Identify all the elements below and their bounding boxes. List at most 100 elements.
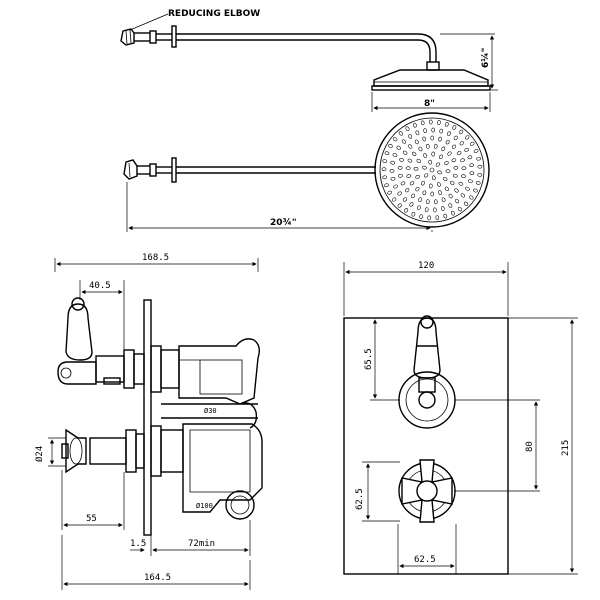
nozzle — [402, 150, 408, 155]
nozzle — [446, 131, 451, 137]
nozzle — [437, 170, 442, 175]
nozzle — [390, 160, 396, 165]
nozzle — [404, 208, 409, 213]
nozzle — [453, 165, 459, 170]
nozzle — [423, 128, 427, 133]
shower-nozzles — [381, 119, 483, 221]
nozzle — [452, 173, 458, 178]
nozzle — [410, 193, 416, 199]
nozzle — [438, 190, 442, 195]
nozzle — [412, 151, 417, 156]
nozzle — [464, 147, 469, 152]
nozzle — [398, 173, 403, 178]
nozzle — [475, 181, 481, 185]
nozzle — [423, 173, 429, 178]
port-label-top: Ø30 — [204, 407, 217, 415]
nozzle — [433, 143, 438, 149]
nozzle — [459, 141, 464, 146]
nozzle — [424, 207, 429, 213]
dim-215-label: 215 — [561, 440, 571, 456]
dim-62-5-vertical-label: 62.5 — [355, 488, 365, 510]
nozzle — [451, 158, 457, 163]
nozzle — [408, 144, 413, 149]
nozzle — [387, 190, 392, 195]
nozzle — [431, 127, 436, 133]
nozzle — [461, 166, 467, 171]
nozzle — [459, 129, 464, 135]
nozzle — [407, 158, 413, 163]
nozzle — [406, 174, 412, 178]
nozzle — [461, 174, 466, 179]
nozzle — [451, 144, 457, 149]
nozzle — [437, 120, 441, 125]
nozzle — [408, 134, 413, 139]
nozzle — [418, 146, 423, 152]
dim-80-label: 80 — [525, 441, 535, 452]
nozzle — [384, 183, 389, 188]
nozzle — [382, 175, 387, 180]
dim-40-5-label: 40.5 — [89, 281, 111, 291]
nozzle — [415, 174, 420, 179]
nozzle — [397, 165, 403, 170]
dim-62-5-horizontal-label: 62.5 — [414, 555, 436, 565]
nozzle — [433, 199, 438, 205]
nozzle — [429, 167, 435, 173]
nozzle — [402, 197, 408, 202]
nozzle — [391, 197, 397, 202]
dim-164-5-label: 164.5 — [144, 573, 171, 583]
nozzle — [444, 161, 449, 166]
nozzle — [420, 120, 425, 126]
nozzle — [469, 195, 474, 200]
nozzle — [435, 215, 440, 221]
nozzle — [469, 141, 475, 146]
nozzle — [445, 139, 450, 145]
dim-8-label: 8" — [424, 99, 435, 109]
nozzle — [438, 154, 444, 160]
nozzle — [425, 144, 430, 149]
nozzle — [428, 119, 433, 125]
nozzle — [441, 197, 446, 203]
nozzle — [384, 151, 390, 156]
nozzle — [456, 151, 462, 155]
nozzle — [428, 159, 433, 165]
nozzle — [405, 126, 410, 131]
nozzle — [392, 153, 398, 157]
nozzle — [393, 184, 398, 189]
nozzle — [405, 166, 411, 171]
nozzle — [473, 149, 479, 153]
nozzle — [382, 159, 388, 163]
nozzle — [388, 143, 393, 148]
nozzle — [428, 183, 433, 189]
nozzle — [415, 130, 420, 136]
valve-front-view: 120 65.5 80 215 62.5 — [343, 261, 578, 575]
dim-120-label: 120 — [418, 261, 434, 271]
nozzle — [416, 158, 422, 164]
nozzle — [409, 181, 415, 186]
nozzle — [445, 169, 451, 174]
dim-1-5-label: 1.5 — [130, 539, 146, 549]
nozzle — [397, 191, 402, 196]
dim-55-label: 55 — [86, 514, 97, 524]
nozzle — [441, 146, 446, 152]
nozzle — [476, 156, 481, 161]
nozzle — [460, 158, 465, 163]
nozzle — [465, 186, 470, 191]
nozzle — [457, 206, 462, 212]
nozzle — [469, 171, 475, 176]
dim-72min-label: 72min — [188, 539, 215, 549]
nozzle — [444, 121, 449, 127]
nozzle — [467, 155, 473, 160]
nozzle — [435, 162, 441, 167]
nozzle — [396, 145, 401, 150]
nozzle — [419, 214, 423, 220]
nozzle — [390, 176, 396, 181]
nozzle — [414, 139, 419, 145]
nozzle — [448, 203, 453, 208]
nozzle — [397, 203, 402, 208]
nozzle — [443, 213, 448, 219]
reducing-elbow-label: REDUCING ELBOW — [168, 9, 260, 19]
nozzle — [400, 181, 406, 186]
nozzle — [415, 186, 420, 192]
nozzle — [449, 180, 455, 185]
